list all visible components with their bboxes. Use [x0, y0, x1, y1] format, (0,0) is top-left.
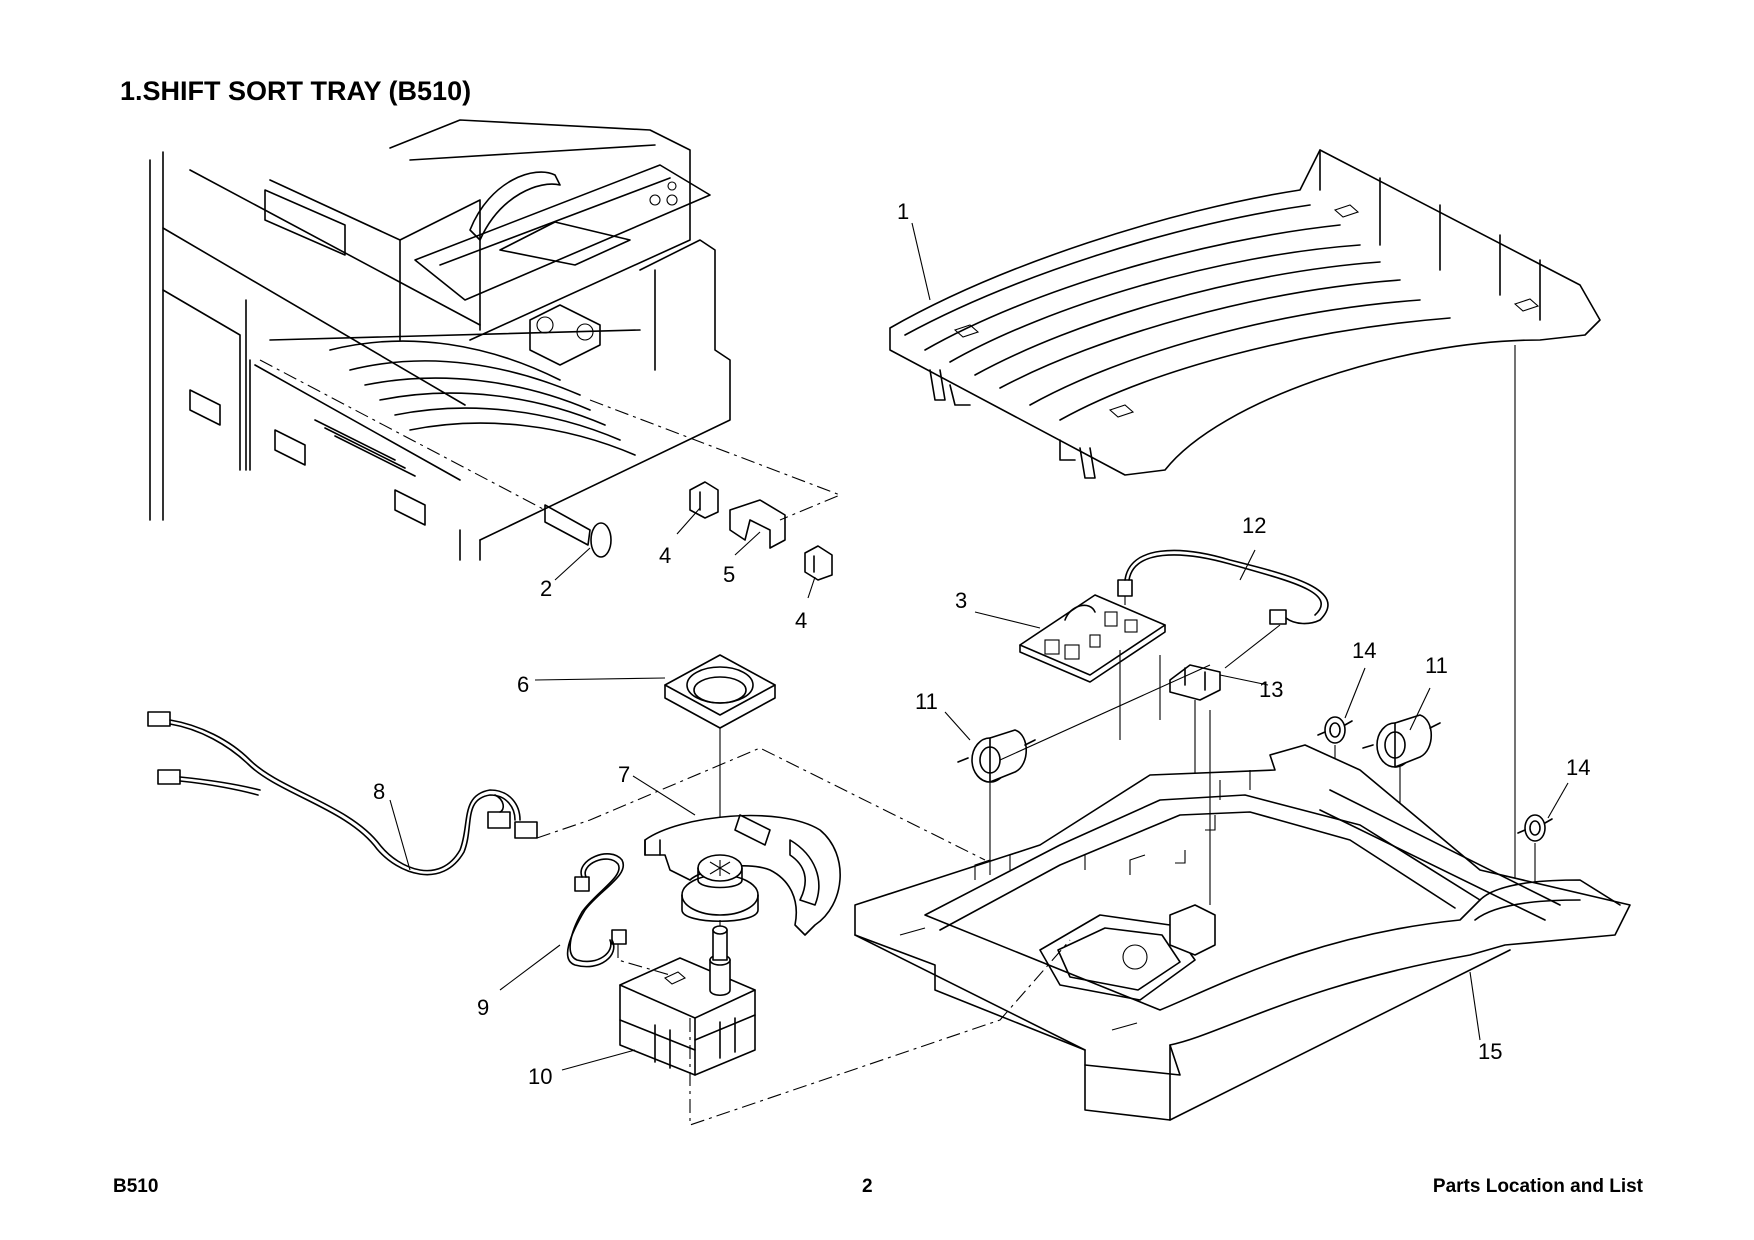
callout-12: 12	[1242, 513, 1266, 538]
part-10-motor	[619, 925, 756, 1076]
footer-section: Parts Location and List	[1432, 1176, 1643, 1197]
part-15-base-tray	[854, 744, 1631, 1121]
footer-model: B510	[113, 1176, 159, 1197]
part-5-bracket	[729, 499, 786, 549]
part-2-knob	[259, 359, 612, 558]
callout-10: 10	[528, 1064, 552, 1089]
callout-13: 13	[1259, 677, 1283, 702]
part-4-clip-left	[689, 481, 719, 519]
copier-body	[149, 119, 731, 561]
part-1-tray-cover	[889, 149, 1601, 479]
callout-15: 15	[1478, 1039, 1502, 1064]
callout-3: 3	[955, 588, 967, 613]
callout-9: 9	[477, 995, 489, 1020]
callout-11-left: 11	[915, 689, 938, 714]
part-6-holder	[664, 654, 776, 880]
callout-4-lower: 4	[795, 608, 807, 633]
callout-4-upper: 4	[659, 543, 671, 568]
callout-2: 2	[540, 576, 552, 601]
footer-page-number: 2	[862, 1176, 873, 1197]
callout-6: 6	[517, 672, 529, 697]
part-9-harness	[566, 853, 671, 976]
part-8-harness	[147, 711, 986, 876]
callout-14-upper: 14	[1352, 638, 1376, 663]
part-12-harness	[1117, 549, 1329, 625]
leader-lines	[389, 222, 1569, 1071]
callout-labels: 1 2 3 4 4 5 6 7 8 9 10 11 11 12 13 14 14…	[373, 199, 1590, 1089]
part-4-clip-right	[804, 545, 833, 581]
callout-7: 7	[618, 762, 630, 787]
part-11-roller-right	[1362, 714, 1441, 910]
part-7-gear-assembly	[644, 814, 841, 940]
callout-5: 5	[723, 562, 735, 587]
callout-14-lower: 14	[1566, 755, 1590, 780]
callout-1: 1	[897, 199, 909, 224]
part-3-pcb	[1019, 594, 1166, 740]
page-title: 1.SHIFT SORT TRAY (B510)	[120, 76, 472, 106]
guide-line-motor	[689, 939, 1071, 1126]
callout-8: 8	[373, 779, 385, 804]
callout-11-right: 11	[1425, 653, 1448, 678]
